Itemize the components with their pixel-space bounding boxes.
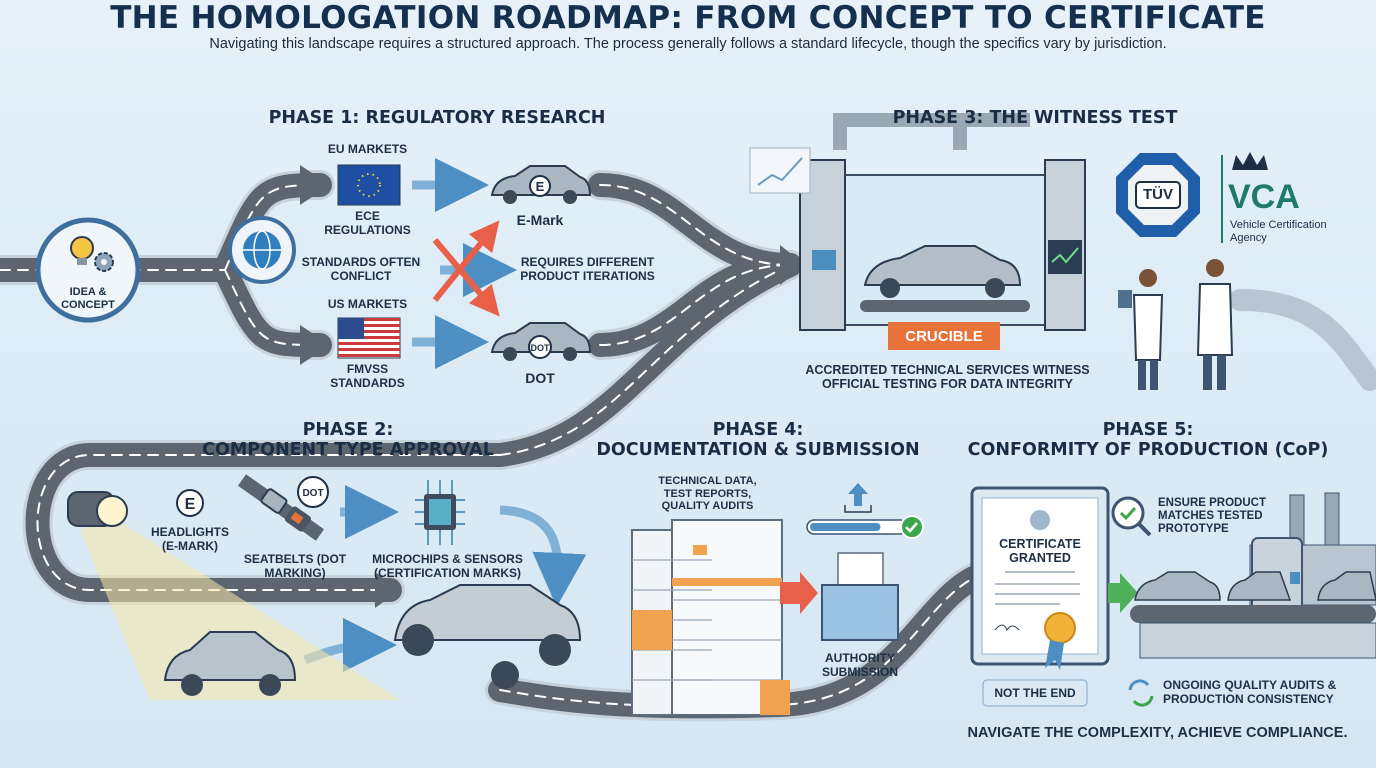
dot-label: DOT	[525, 370, 555, 386]
headlights-label: HEADLIGHTS (E-MARK)	[151, 525, 229, 553]
tuv-logo	[1116, 153, 1200, 237]
car-phase2-icon	[163, 631, 297, 696]
phase5-title-line2: CONFORMITY OF PRODUCTION (CoP)	[967, 440, 1329, 461]
globe-icon	[228, 216, 296, 284]
vca-subtitle: Vehicle Certification Agency	[1230, 219, 1327, 245]
phase4-title-line1: PHASE 4:	[712, 420, 804, 440]
phase2-title: PHASE 2: COMPONENT TYPE APPROVAL	[178, 420, 518, 460]
dot-badge-seatbelt: DOT	[297, 476, 329, 508]
page-title: THE HOMOLOGATION ROADMAP: FROM CONCEPT T…	[110, 0, 1266, 36]
road-arrow-parts	[375, 572, 400, 608]
crucible-label: CRUCIBLE	[905, 328, 983, 345]
cycle-icon	[1128, 679, 1154, 707]
conflict-arrow-down	[432, 238, 500, 317]
footer-slogan: NAVIGATE THE COMPLEXITY, ACHIEVE COMPLIA…	[967, 725, 1348, 741]
dot-badge: DOT	[531, 343, 551, 353]
e-mark-badge-headlight: E	[176, 489, 204, 517]
road-arrow-us	[300, 325, 330, 365]
phase5-title: PHASE 5: CONFORMITY OF PRODUCTION (CoP)	[963, 420, 1333, 460]
witness-caption: ACCREDITED TECHNICAL SERVICES WITNESS OF…	[805, 363, 1090, 392]
ongoing-audits-label: ONGOING QUALITY AUDITS & PRODUCTION CONS…	[1163, 678, 1337, 706]
seatbelts-label: SEATBELTS (DOT MARKING)	[243, 552, 347, 580]
road-arrow-phase3	[780, 245, 805, 285]
vca-text: VCA	[1228, 178, 1300, 216]
documents-label: TECHNICAL DATA, TEST REPORTS, QUALITY AU…	[658, 475, 757, 513]
seatbelt-icon	[237, 474, 325, 541]
phase4-title-line2: DOCUMENTATION & SUBMISSION	[596, 440, 920, 461]
fmvss-label: FMVSS STANDARDS	[330, 362, 405, 390]
scientist-left-icon	[1118, 269, 1164, 390]
eu-flag-icon	[337, 164, 401, 206]
car-emark-icon: E	[490, 165, 592, 204]
test-chamber-icon	[799, 113, 1086, 350]
chart-board-icon	[749, 147, 811, 194]
car-dot-icon: DOT	[490, 322, 592, 361]
arrow-docs-to-submission	[780, 572, 818, 614]
arrow-certificate-to-factory	[1108, 573, 1138, 613]
phase5-title-line1: PHASE 5:	[1102, 420, 1194, 440]
magnifier-check-icon	[1111, 496, 1152, 537]
crown-icon	[1232, 152, 1268, 170]
arrow-microchips	[499, 505, 587, 607]
not-the-end-box	[982, 679, 1088, 707]
us-markets-label: US MARKETS	[327, 297, 408, 311]
authority-submission-label: AUTHORITY SUBMISSION	[821, 651, 898, 679]
standards-conflict-label: STANDARDS OFTEN CONFLICT	[301, 255, 421, 283]
product-iterations-label: REQUIRES DIFFERENT PRODUCT ITERATIONS	[520, 255, 655, 283]
eu-markets-label: EU MARKETS	[327, 142, 408, 156]
us-flag-icon	[337, 317, 401, 359]
ensure-label: ENSURE PRODUCT MATCHES TESTED PROTOTYPE	[1158, 497, 1266, 536]
phase2-title-line1: PHASE 2:	[302, 420, 394, 440]
upload-icon	[844, 483, 872, 513]
svg-text:DOT: DOT	[302, 488, 323, 499]
idea-label: IDEA & CONCEPT	[61, 286, 115, 311]
inbox-tray-icon	[821, 552, 899, 641]
page-subtitle: Navigating this landscape requires a str…	[209, 36, 1167, 52]
tuv-text: TÜV	[1143, 186, 1173, 203]
phase4-title: PHASE 4: DOCUMENTATION & SUBMISSION	[583, 420, 933, 460]
phase3-title: PHASE 3: THE WITNESS TEST	[892, 108, 1178, 128]
conflict-arrow-up	[432, 220, 500, 302]
phase2-title-line2: COMPONENT TYPE APPROVAL	[202, 440, 494, 461]
certificate-granted-label: CERTIFICATE GRANTED	[999, 537, 1081, 566]
upload-progress-bar	[806, 515, 924, 539]
certificate-icon	[970, 486, 1110, 670]
svg-text:E: E	[185, 496, 196, 513]
microchip-icon	[415, 480, 465, 545]
gear-icon	[94, 252, 114, 272]
road-arrow-eu	[300, 165, 330, 205]
not-the-end-label: NOT THE END	[994, 686, 1076, 700]
ece-regulations-label: ECE REGULATIONS	[324, 209, 411, 237]
emark-badge: E	[536, 179, 545, 194]
scientist-right-icon	[1196, 259, 1234, 390]
emark-label: E-Mark	[516, 212, 564, 228]
phase1-title: PHASE 1: REGULATORY RESEARCH	[268, 108, 606, 128]
lightbulb-icon	[70, 236, 94, 265]
microchips-label: MICROCHIPS & SENSORS (CERTIFICATION MARK…	[372, 552, 523, 580]
document-stack-icon	[631, 519, 790, 716]
factory-icon	[1130, 492, 1376, 659]
idea-circle	[35, 217, 141, 323]
headlight-icon	[67, 491, 400, 700]
car-chassis-icon	[393, 584, 582, 689]
